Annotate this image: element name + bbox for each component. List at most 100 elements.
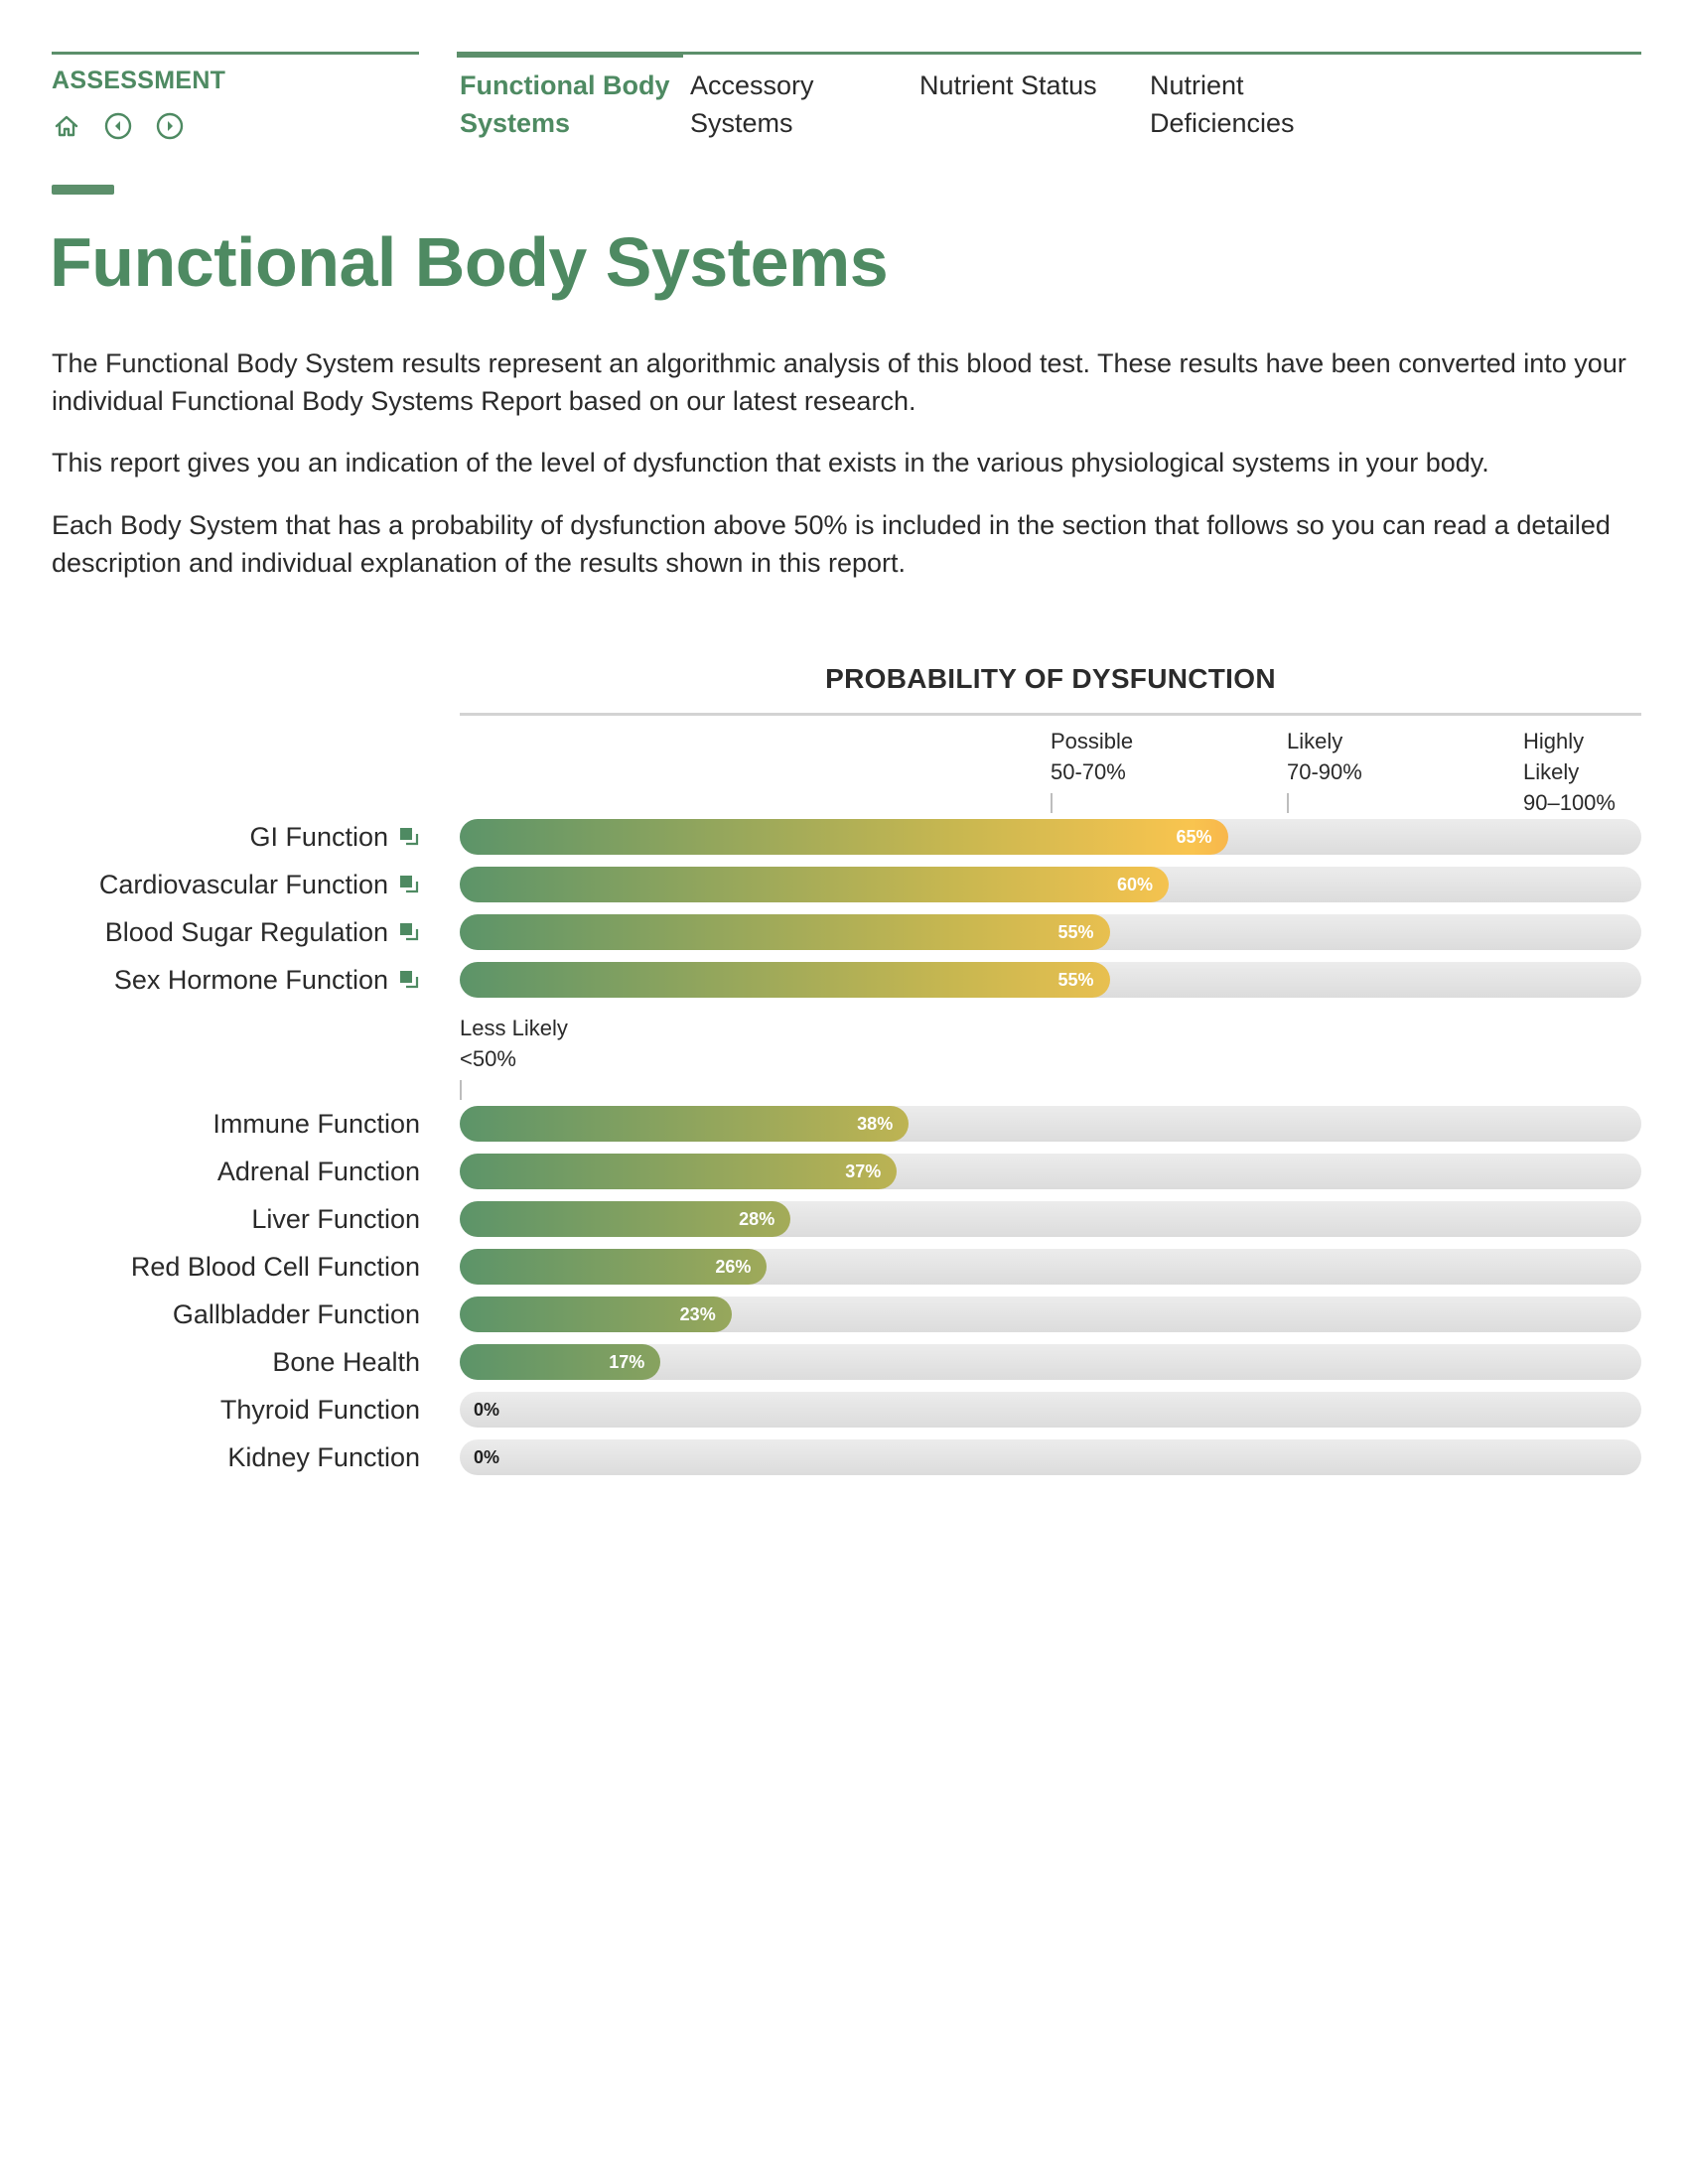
zone-label: Possible 50-70% (1051, 726, 1133, 787)
tab-label-line2: Deficiencies (1150, 108, 1295, 138)
tab-label-line1: Nutrient Status (919, 70, 1097, 100)
section-title: ASSESSMENT (52, 67, 226, 94)
bar-category-text: GI Function (249, 822, 388, 852)
bar-track: 55% (460, 914, 1641, 950)
zone-label: Less Likely <50% (460, 1013, 568, 1074)
bar-value-label: 0% (474, 1400, 500, 1420)
tab-label-line1: Nutrient (1150, 70, 1244, 100)
detail-link-icon[interactable] (398, 826, 420, 848)
zone-tick (1287, 793, 1289, 813)
bar-category-text: Red Blood Cell Function (130, 1252, 420, 1282)
page-title: Functional Body Systems (50, 223, 889, 301)
bar-fill (460, 962, 1110, 998)
bar-value-label: 17% (609, 1352, 645, 1372)
zone-label-line: Highly (1523, 729, 1585, 753)
bar-fill (460, 1297, 732, 1332)
bar-category-label: Adrenal Function (217, 1154, 420, 1189)
bar-category-text: Thyroid Function (219, 1395, 420, 1425)
bar-category-text: Immune Function (212, 1109, 420, 1139)
bar-category-label: Bone Health (272, 1344, 420, 1380)
bar-track: 0% (460, 1439, 1641, 1475)
bar-fill (460, 1154, 898, 1189)
bar-category-label: Gallbladder Function (173, 1297, 420, 1332)
bar-track: 55% (460, 962, 1641, 998)
bar-category-label: Immune Function (212, 1106, 420, 1142)
zone-tick (1051, 793, 1053, 813)
zone-label-line: 50-70% (1051, 759, 1126, 784)
bar-track: 26% (460, 1249, 1641, 1285)
detail-link-icon[interactable] (398, 969, 420, 991)
bar-value-label: 26% (715, 1257, 752, 1277)
bar-category-text: Cardiovascular Function (98, 870, 388, 899)
bar-category-label: Cardiovascular Function (99, 867, 420, 902)
active-tab-indicator (457, 52, 683, 58)
tab-nutrient-status[interactable]: Nutrient Status (919, 67, 1097, 104)
chart-title: PROBABILITY OF DYSFUNCTION (825, 663, 1276, 694)
bar-category-text: Bone Health (272, 1347, 420, 1377)
bar-track: 37% (460, 1154, 1641, 1189)
zone-label: Likely 70-90% (1287, 726, 1362, 787)
home-icon[interactable] (52, 111, 81, 141)
bar-category-text: Liver Function (251, 1204, 420, 1234)
zone-label-line: <50% (460, 1046, 516, 1071)
nav-icons (52, 111, 185, 141)
tab-functional-body-systems[interactable]: Functional Body Systems (460, 67, 670, 142)
tab-accessory-systems[interactable]: Accessory Systems (690, 67, 814, 142)
bar-fill (460, 819, 1228, 855)
intro-paragraph-2: This report gives you an indication of t… (52, 448, 1489, 478)
detail-link-icon[interactable] (398, 874, 420, 895)
tab-label-line1: Accessory (690, 70, 814, 100)
zone-label-line: Likely (1523, 759, 1580, 784)
bar-fill (460, 1106, 910, 1142)
chevron-right-icon[interactable] (155, 111, 185, 141)
zone-label-line: Possible (1051, 729, 1134, 753)
bar-category-label: Blood Sugar Regulation (105, 914, 420, 950)
bar-fill (460, 1249, 768, 1285)
bar-value-label: 38% (857, 1114, 894, 1134)
header-rule-right (460, 52, 1641, 55)
bar-track: 23% (460, 1297, 1641, 1332)
bar-category-label: Red Blood Cell Function (131, 1249, 420, 1285)
chevron-left-icon[interactable] (103, 111, 133, 141)
detail-link-icon[interactable] (398, 921, 420, 943)
bar-track: 0% (460, 1392, 1641, 1428)
bar-value-label: 23% (679, 1304, 716, 1324)
title-accent-bar (52, 185, 114, 195)
bar-fill (460, 1344, 661, 1380)
bar-value-label: 37% (845, 1161, 882, 1181)
bar-category-label: Liver Function (251, 1201, 420, 1237)
bar-category-label: GI Function (249, 819, 420, 855)
bar-fill (460, 1201, 791, 1237)
header-rule-left (52, 52, 419, 55)
bar-value-label: 0% (474, 1447, 500, 1467)
bar-track: 28% (460, 1201, 1641, 1237)
bar-category-text: Kidney Function (227, 1442, 420, 1472)
bar-category-label: Sex Hormone Function (114, 962, 420, 998)
tab-label-line2: Systems (460, 108, 571, 138)
bar-track: 60% (460, 867, 1641, 902)
tab-nutrient-deficiencies[interactable]: Nutrient Deficiencies (1150, 67, 1295, 142)
intro-paragraph-3: Each Body System that has a probability … (52, 510, 1611, 578)
bar-value-label: 55% (1057, 922, 1094, 942)
bar-category-label: Kidney Function (227, 1439, 420, 1475)
bar-category-text: Gallbladder Function (172, 1299, 420, 1329)
tab-label-line2: Systems (690, 108, 793, 138)
chart-title-rule (460, 713, 1641, 716)
bar-category-text: Adrenal Function (216, 1157, 420, 1186)
bar-track: 17% (460, 1344, 1641, 1380)
bar-track: 38% (460, 1106, 1641, 1142)
zone-label-line: 70-90% (1287, 759, 1362, 784)
zone-tick (460, 1080, 462, 1100)
bar-category-label: Thyroid Function (220, 1392, 420, 1428)
bar-value-label: 55% (1057, 970, 1094, 990)
bar-category-text: Sex Hormone Function (113, 965, 388, 995)
bar-value-label: 65% (1176, 827, 1212, 847)
bar-value-label: 60% (1116, 875, 1153, 894)
bar-fill (460, 914, 1110, 950)
intro-paragraph-1: The Functional Body System results repre… (52, 348, 1626, 416)
zone-label-line: Likely (1287, 729, 1343, 753)
zone-label-line: Less Likely (460, 1016, 568, 1040)
tab-label-line1: Functional Body (460, 70, 670, 100)
bar-value-label: 28% (739, 1209, 775, 1229)
